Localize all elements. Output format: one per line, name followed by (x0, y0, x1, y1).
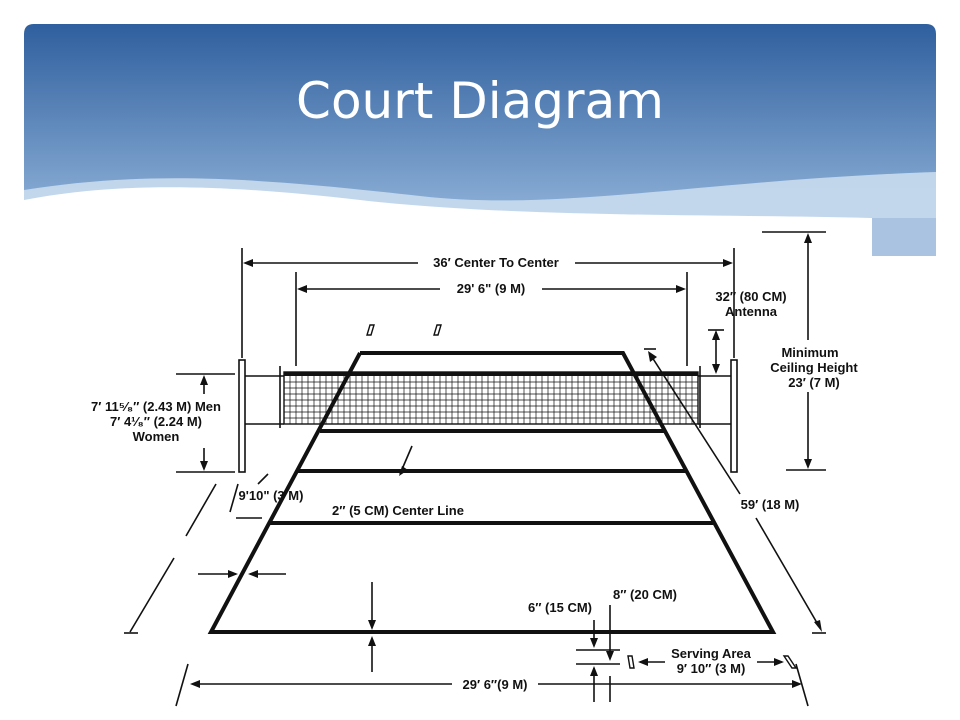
court-lines (207, 351, 777, 634)
court-width-label: 29′ 6″(9 M) (463, 677, 528, 692)
serving-mark-right (782, 655, 798, 669)
serving-area-size-label: 9′ 10″ (3 M) (677, 661, 746, 676)
serving-mark-left (627, 655, 635, 669)
net-height-men-label: 7′ 11⁵⁄₈″ (2.43 M) Men (91, 399, 221, 414)
right-post (730, 359, 738, 473)
ceiling-label-2: Ceiling Height (770, 360, 858, 375)
net-height-women-label: Women (133, 429, 180, 444)
far-serving-mark-right (433, 324, 442, 336)
left-post (238, 359, 246, 473)
slide-title: Court Diagram (296, 72, 664, 130)
antenna-label: Antenna (725, 304, 778, 319)
court-length-label: 59′ (18 M) (741, 497, 800, 512)
attack-line-label: 9'10" (3 M) (239, 488, 304, 503)
net-height-women-value: 7′ 4¹⁄₈″ (2.24 M) (110, 414, 202, 429)
ceiling-label-3: 23′ (7 M) (788, 375, 840, 390)
header-cover (0, 218, 872, 260)
ceiling-label-1: Minimum (781, 345, 838, 360)
antenna-size-label: 32″ (80 CM) (715, 289, 786, 304)
net-mesh (284, 376, 698, 424)
header-banner (0, 24, 936, 260)
line-width-6-label: 6″ (15 CM) (528, 600, 592, 615)
net-width-label: 29' 6" (9 M) (457, 281, 526, 296)
net (283, 371, 699, 425)
serving-area-label: Serving Area (671, 646, 751, 661)
line-width-8-label: 8″ (20 CM) (613, 587, 677, 602)
center-to-center-label: 36′ Center To Center (433, 255, 559, 270)
far-serving-mark-left (366, 324, 375, 336)
center-line-label: 2″ (5 CM) Center Line (332, 503, 464, 518)
header-background (24, 24, 936, 220)
